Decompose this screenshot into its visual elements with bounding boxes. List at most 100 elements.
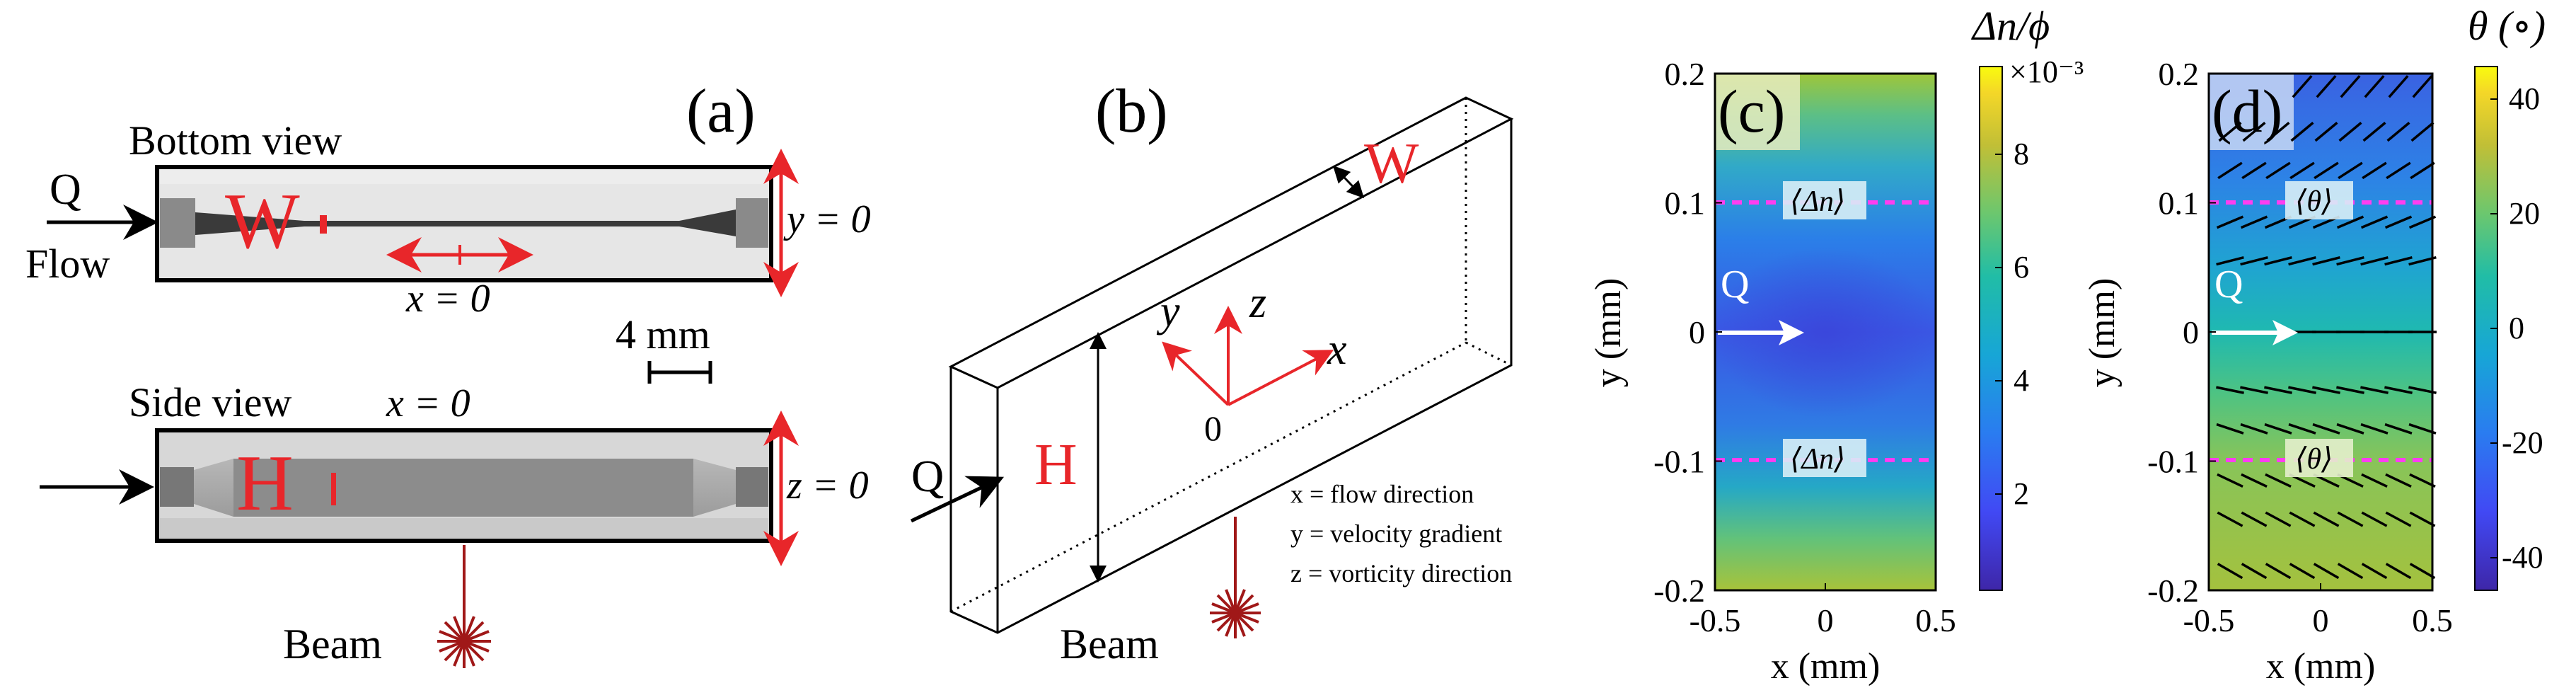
w-dimension-arrow	[1332, 165, 1365, 199]
director-tick	[2338, 161, 2363, 180]
y-axis-label: y (mm)	[2082, 278, 2122, 388]
axis-legend-line-1: x = flow direction	[1290, 480, 1474, 508]
panel-d-label: (d)	[2212, 77, 2282, 145]
director-tick	[2241, 161, 2267, 180]
colorbar-c	[1979, 66, 2003, 591]
avg-label-d-lower-bg	[2285, 439, 2353, 477]
director-tick	[2288, 256, 2316, 266]
director-tick	[2289, 161, 2315, 180]
director-tick	[2384, 215, 2413, 229]
x0-top-label: x = 0	[405, 277, 490, 321]
director-tick	[2217, 563, 2243, 580]
x-tick-label: 0.5	[1915, 602, 1956, 638]
director-tick	[2216, 423, 2244, 435]
panel-a-label: (a)	[686, 77, 756, 146]
avg-label-c-upper-bg	[1783, 181, 1866, 219]
director-tick	[2289, 563, 2316, 580]
x-tick-label: 0.5	[2412, 602, 2453, 638]
director-tick	[2216, 386, 2244, 394]
beam-burst-a	[437, 614, 491, 668]
director-tick	[2408, 215, 2437, 229]
y-tick-label: 0	[1689, 314, 1705, 350]
director-tick	[2409, 511, 2436, 527]
scale-bar	[647, 361, 712, 384]
q-arrow-c-head	[1779, 320, 1804, 345]
x-tick-label: -0.5	[2183, 602, 2235, 638]
avg-label-c-lower: ⟨Δn⟩	[1790, 443, 1845, 476]
panel-a: (a) Bottom view Q Flow W x = 0 y = 0 4 m…	[25, 77, 871, 668]
director-field	[2216, 75, 2437, 580]
colorbar-d-tick-40: 40	[2509, 81, 2540, 116]
director-tick	[2384, 386, 2413, 394]
colorbar-d-ticks	[2490, 98, 2497, 558]
director-tick	[2338, 122, 2362, 142]
director-tick	[2336, 386, 2364, 394]
director-tick	[2412, 75, 2433, 98]
colorbar-d-tick-0: 0	[2509, 311, 2524, 345]
avg-label-d-upper-bg	[2285, 181, 2353, 219]
director-tick	[2264, 386, 2292, 394]
director-tick	[2364, 75, 2385, 98]
y-axis-label: y (mm)	[1588, 278, 1629, 388]
director-tick	[2361, 473, 2388, 488]
y-tick-label: -0.1	[1653, 444, 1705, 480]
colorbar-c-exponent: ×10⁻³	[2009, 54, 2084, 89]
director-tick	[2314, 122, 2338, 142]
director-tick	[2217, 161, 2243, 180]
director-tick	[2410, 161, 2435, 180]
director-tick	[2288, 423, 2316, 435]
director-tick	[2312, 423, 2340, 435]
channel-box	[948, 96, 1514, 634]
director-tick	[2216, 256, 2244, 266]
q-label-b: Q	[911, 451, 944, 501]
director-tick	[2265, 511, 2292, 527]
director-tick	[2217, 511, 2243, 527]
axis-legend: x = flow direction y = velocity gradient…	[1290, 480, 1512, 587]
director-tick	[2386, 161, 2411, 180]
colorbar-d-tick-labels: 40 20 0 -20 -40	[2502, 81, 2543, 575]
colorbar-c-tick-2: 2	[2014, 476, 2029, 511]
director-tick	[2337, 563, 2364, 580]
director-tick	[2265, 563, 2292, 580]
director-tick	[2218, 122, 2242, 142]
avg-label-c-lower-bg	[1783, 439, 1866, 477]
w-label-b: W	[1364, 131, 1419, 195]
director-tick	[2340, 75, 2361, 98]
director-tick	[2361, 511, 2388, 527]
director-tick	[2409, 563, 2436, 580]
colorbar-d-tick-m20: -20	[2502, 425, 2543, 460]
director-tick	[2216, 215, 2244, 229]
colorbar-c-tick-4: 4	[2014, 363, 2029, 398]
x-tick-label: -0.5	[1690, 602, 1741, 638]
director-tick	[2385, 563, 2412, 580]
q-label-c: Q	[1721, 263, 1749, 306]
x-tick-label: 0	[1818, 602, 1834, 638]
director-tick	[2290, 122, 2314, 142]
colorbar-d-tick-20: 20	[2509, 196, 2540, 231]
x-axis-label: x (mm)	[1771, 646, 1881, 687]
director-tick	[2360, 423, 2389, 435]
y-tick-label: -0.2	[2147, 573, 2199, 609]
director-tick	[2264, 256, 2292, 266]
director-tick	[2314, 161, 2339, 180]
side-view-label: Side view	[129, 379, 291, 425]
director-tick	[2313, 511, 2340, 527]
colorbar-d-title: θ (∘)	[2468, 3, 2546, 49]
director-tick	[2312, 256, 2340, 266]
w-label-a: W	[225, 178, 300, 265]
colorbar-c-title: Δn/ϕ	[1971, 3, 2050, 49]
avg-label-d-lower: ⟨θ⟩	[2295, 443, 2333, 476]
y-tick-label: 0.1	[2159, 185, 2200, 222]
director-tick	[2385, 511, 2412, 527]
director-tick	[2360, 386, 2389, 394]
flow-q-label: Q	[50, 166, 81, 214]
director-tick	[2361, 563, 2388, 580]
x-tick-label: 0	[2313, 602, 2329, 638]
coordinate-axes	[1162, 306, 1334, 406]
axis-x-label: x	[1327, 326, 1347, 374]
director-tick	[2384, 423, 2413, 435]
